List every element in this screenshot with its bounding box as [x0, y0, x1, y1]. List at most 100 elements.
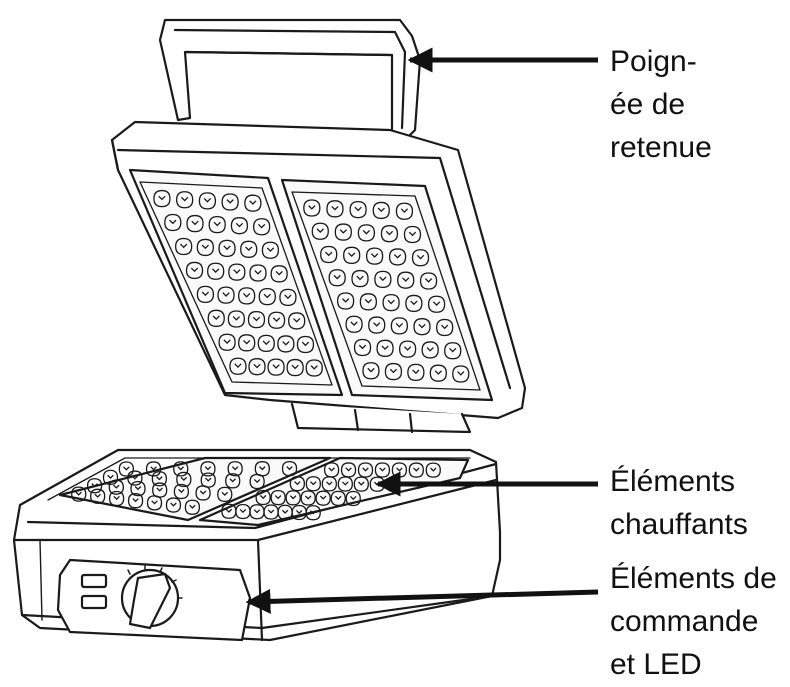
- waffle-cell: [405, 294, 423, 313]
- waffle-cell: [425, 462, 441, 478]
- label-line: retenue: [610, 131, 712, 164]
- waffle-cell: [118, 461, 134, 477]
- waffle-cell: [305, 476, 321, 492]
- waffle-cell: [286, 358, 304, 377]
- waffle-cell: [345, 315, 363, 333]
- waffle-cell: [185, 261, 204, 280]
- waffle-cell: [249, 473, 265, 490]
- waffle-cell: [244, 194, 262, 212]
- waffle-cell: [173, 483, 190, 500]
- hinge: [290, 402, 472, 434]
- waffle-cell: [285, 490, 301, 506]
- waffle-cell: [289, 476, 306, 492]
- waffle-cell: [320, 245, 338, 264]
- waffle-cell: [252, 218, 271, 236]
- waffle-cell: [279, 288, 297, 307]
- waffle-cell: [184, 499, 201, 515]
- waffle-cell: [334, 223, 352, 241]
- waffle-cell: [419, 272, 438, 290]
- waffle-cell: [218, 333, 236, 351]
- waffle-cell: [267, 358, 285, 376]
- label-line: ée de: [610, 88, 686, 121]
- waffle-cell: [227, 461, 243, 477]
- waffle-cell: [151, 471, 168, 487]
- label-line: et LED: [610, 648, 702, 681]
- waffle-cell: [238, 334, 256, 352]
- waffle-cell: [359, 293, 378, 311]
- waffle-cell: [336, 292, 355, 310]
- waffle-cell: [270, 489, 286, 506]
- waffle-cell: [127, 493, 144, 509]
- waffle-cell: [380, 225, 399, 243]
- waffle-cell: [288, 312, 306, 330]
- waffle-cell: [323, 462, 340, 478]
- waffle-cell: [229, 357, 247, 375]
- label-line: commande: [610, 605, 759, 638]
- waffle-cell: [407, 363, 425, 382]
- waffle-cell: [357, 224, 376, 242]
- waffle-cell: [345, 490, 361, 507]
- waffle-cell: [411, 249, 430, 267]
- waffle-cell: [398, 340, 417, 358]
- waffle-cell: [228, 263, 246, 281]
- waffle-cell: [374, 270, 392, 289]
- waffle-cell: [225, 473, 241, 489]
- waffle-cell: [296, 335, 315, 354]
- waffle-cell: [281, 461, 298, 477]
- label-heating-plates: Éléments chauffants: [610, 460, 748, 546]
- waffle-cell: [403, 225, 422, 244]
- waffle-cell: [376, 339, 394, 357]
- label-retaining-handle: Poign- ée de retenue: [610, 40, 712, 169]
- waffle-cell: [238, 287, 256, 305]
- waffle-cell: [305, 359, 323, 377]
- waffle-cell: [340, 462, 357, 478]
- base-waffle-grid-left: [71, 461, 298, 515]
- waffle-cell: [248, 358, 266, 376]
- lid-waffle-grid-left: [153, 189, 323, 377]
- waffle-cell: [207, 262, 225, 280]
- waffle-cell: [408, 462, 424, 478]
- waffle-cell: [395, 202, 414, 220]
- waffle-cell: [315, 490, 331, 506]
- waffle-cell: [200, 461, 216, 477]
- lid-waffle-grid-right: [303, 199, 470, 383]
- waffle-cell: [368, 316, 386, 334]
- waffle-cell: [258, 287, 276, 306]
- retaining-handle: [158, 18, 422, 142]
- waffle-cell: [227, 310, 246, 328]
- waffle-cell: [305, 505, 321, 521]
- waffle-cell: [384, 362, 403, 381]
- waffle-cell: [349, 200, 367, 219]
- waffle-cell: [71, 486, 87, 502]
- led-indicator-bottom: [80, 594, 108, 610]
- waffle-cell: [218, 239, 236, 258]
- waffle-cell: [429, 364, 447, 382]
- waffle-cell: [186, 214, 204, 233]
- label-line: Poign-: [610, 45, 697, 78]
- label-line: Éléments de: [610, 562, 777, 595]
- waffle-cell: [413, 318, 431, 336]
- waffle-cell: [217, 486, 233, 503]
- arrow-controls: [245, 588, 599, 614]
- led-indicator-top: [80, 573, 108, 589]
- label-line: chauffants: [610, 508, 748, 541]
- waffle-cell: [353, 338, 372, 357]
- waffle-cell: [311, 222, 329, 240]
- waffle-cell: [353, 476, 369, 492]
- waffle-cell: [267, 311, 286, 329]
- waffle-cell: [217, 286, 235, 304]
- label-line: Éléments: [610, 465, 736, 498]
- lid: [110, 120, 527, 420]
- waffle-cell: [444, 342, 462, 360]
- waffle-cell: [321, 476, 337, 492]
- waffle-cell: [207, 309, 225, 327]
- waffle-cell: [198, 192, 217, 210]
- waffle-cell: [390, 317, 409, 335]
- waffle-cell: [261, 241, 280, 259]
- waffle-cell: [365, 247, 384, 265]
- waffle-cell: [326, 200, 344, 218]
- waffle-cell: [427, 295, 446, 313]
- waffle-cell: [196, 238, 214, 257]
- waffle-cell: [164, 213, 182, 232]
